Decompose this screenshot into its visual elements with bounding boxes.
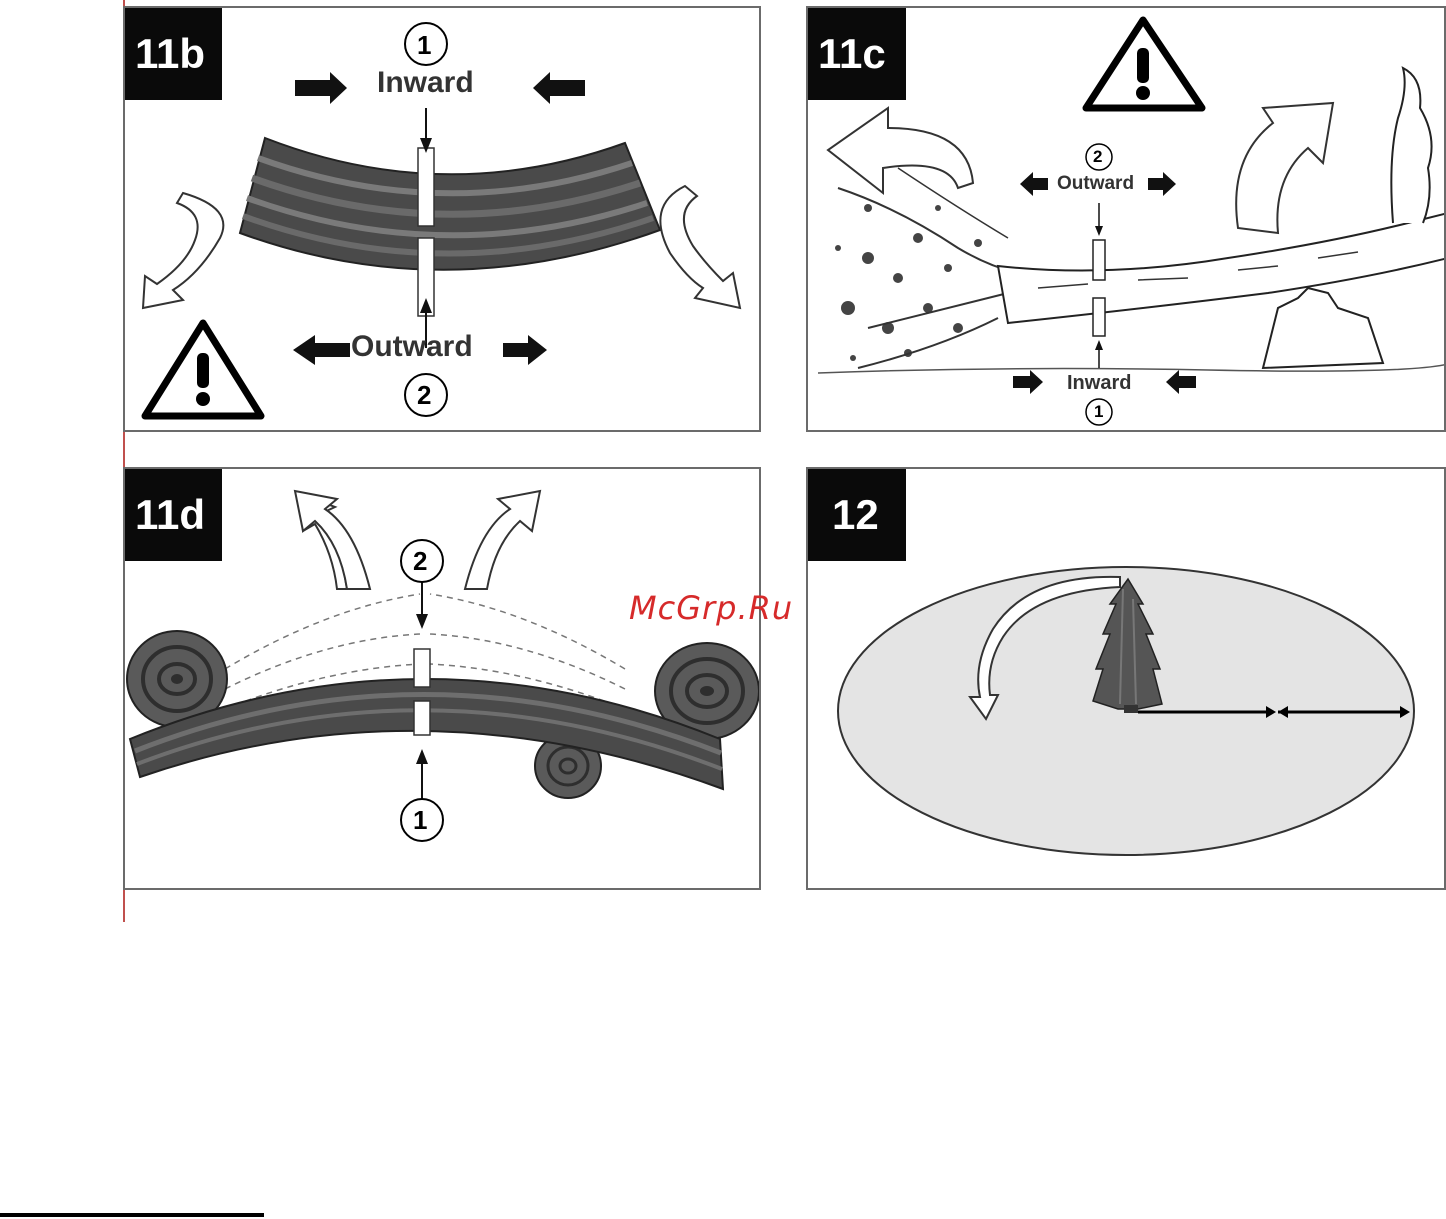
outward-arrow-left-icon	[293, 335, 350, 365]
panel-label: 11c	[808, 8, 906, 100]
step-marker-1: 1	[413, 805, 427, 836]
inward-label: Inward	[377, 66, 474, 100]
step-marker-1: 1	[1094, 402, 1103, 422]
step-marker-2: 2	[1093, 147, 1102, 167]
watermark-text: McGrp.Ru	[629, 589, 793, 627]
outward-arrow-right-icon	[503, 335, 547, 365]
step-marker-2: 2	[413, 546, 427, 577]
fall-direction-arrow-left-icon	[143, 193, 223, 308]
outward-arrow-left-icon	[1020, 172, 1048, 196]
panel-12: 12	[806, 467, 1446, 890]
warning-triangle-icon	[145, 323, 261, 416]
panel-label: 11d	[125, 469, 222, 561]
bent-log-shape	[240, 138, 660, 270]
inward-label: Inward	[1067, 372, 1131, 395]
stump-shape	[1263, 288, 1383, 368]
panel-11d: 11d 2 1	[123, 467, 761, 890]
outward-label: Outward	[1057, 173, 1134, 195]
fall-direction-arrow-right-icon	[660, 186, 740, 308]
fall-direction-arrow-right-icon	[465, 491, 540, 589]
warning-triangle-icon	[1086, 20, 1202, 108]
fall-direction-arrow-left-icon	[828, 108, 973, 193]
panel-11c: 11c Outward Inward 2 1	[806, 6, 1446, 432]
cut-slot-upper	[418, 148, 434, 226]
panel-label: 11b	[125, 8, 222, 100]
fallen-trunk-shape	[998, 213, 1446, 323]
inward-arrow-left-icon	[1013, 370, 1043, 394]
fall-direction-arrow-right-icon	[1236, 103, 1333, 233]
outward-arrow-right-icon	[1148, 172, 1176, 196]
panel-11b: 11b Inward Outward 1 2	[123, 6, 761, 432]
inward-arrow-right-icon	[533, 72, 585, 104]
inward-arrow-left-icon	[295, 72, 347, 104]
panel-label: 12	[808, 469, 906, 561]
outward-label: Outward	[351, 330, 473, 364]
inward-arrow-right-icon	[1166, 370, 1196, 394]
step-marker-1: 1	[417, 30, 431, 61]
step-marker-2: 2	[417, 380, 431, 411]
tree-crown-foliage	[835, 204, 982, 361]
footnote-rule	[0, 1213, 264, 1217]
